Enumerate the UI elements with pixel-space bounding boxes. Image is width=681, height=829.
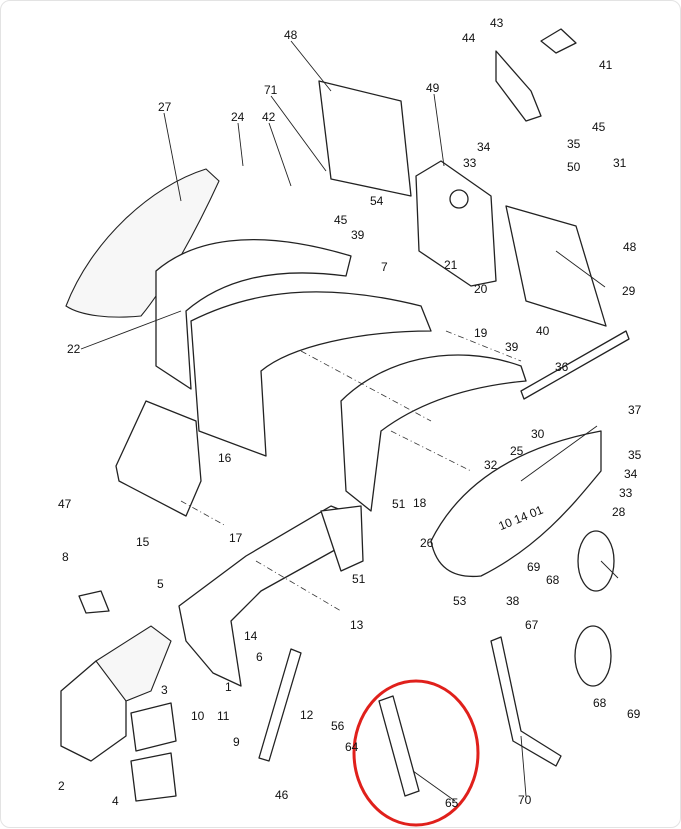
label-16: 16 [218,451,232,465]
label-65: 65 [445,796,459,810]
label-9: 9 [233,735,240,749]
label-15: 15 [136,535,150,549]
label-39-mid: 39 [505,340,519,354]
label-38: 38 [506,594,520,608]
label-2: 2 [58,779,65,793]
side-panel-28 [430,430,602,578]
label-28: 28 [612,505,626,519]
wheel-67-top [577,530,615,592]
label-54: 54 [370,194,384,208]
fender-16 [190,291,432,457]
label-68-top: 68 [546,573,560,587]
label-69-bottom: 69 [627,707,641,721]
label-8: 8 [62,550,69,564]
highlight-circle [352,679,480,827]
label-64: 64 [345,740,359,754]
wheel-67-bottom [574,625,612,687]
block-8 [78,590,110,614]
lever-44 [495,50,542,122]
frame-post [320,505,364,572]
label-20: 20 [474,282,488,296]
flap-right [505,205,607,327]
guard-27 [65,168,220,318]
label-68-bottom: 68 [593,696,607,710]
plate-3 [130,702,177,752]
label-47: 47 [58,497,72,511]
label-4: 4 [112,794,119,808]
label-41: 41 [599,58,613,72]
label-67: 67 [525,618,539,632]
label-45-right: 45 [592,120,606,134]
label-27: 27 [158,100,172,114]
frame-1 [178,505,357,687]
tube-65 [378,695,420,797]
label-21: 21 [444,258,458,272]
label-33-right: 33 [619,486,633,500]
plate-49 [415,160,497,287]
label-5: 5 [157,577,164,591]
bracket-2-arm [95,625,172,702]
plate-4 [130,752,177,802]
label-48-right: 48 [623,240,637,254]
label-37: 37 [628,403,642,417]
label-1: 1 [225,680,232,694]
label-13: 13 [350,618,364,632]
label-35-right: 35 [628,448,642,462]
label-32: 32 [484,458,498,472]
label-44: 44 [462,31,476,45]
label-36: 36 [555,360,569,374]
label-39-top: 39 [351,228,365,242]
label-18: 18 [413,496,427,510]
plate-hole [449,189,469,209]
fender-39 [340,354,527,512]
label-26: 26 [420,536,434,550]
label-11: 11 [217,709,230,723]
label-48-top: 48 [284,28,298,42]
label-70: 70 [518,793,532,807]
label-24: 24 [231,110,245,124]
label-40: 40 [536,324,550,338]
arm-46 [258,648,302,762]
label-53: 53 [453,594,467,608]
label-7: 7 [381,260,388,274]
label-42: 42 [262,110,276,124]
label-35-top: 35 [567,137,581,151]
part-labels: 48 71 24 42 27 43 44 41 49 45 34 35 33 5… [58,16,642,810]
label-10: 10 [191,709,205,723]
label-22: 22 [67,342,81,356]
fender-22 [155,239,352,390]
leader-lines [80,40,619,802]
knob-41 [540,28,577,54]
label-46: 46 [275,788,289,802]
label-25: 25 [510,444,524,458]
label-14: 14 [244,629,258,643]
label-34-right: 34 [624,467,638,481]
label-6: 6 [256,650,263,664]
label-45-left: 45 [334,213,348,227]
label-49: 49 [426,81,440,95]
label-69-top: 69 [527,560,541,574]
label-29: 29 [622,284,636,298]
label-71: 71 [264,83,278,97]
bracket-47 [115,400,202,517]
center-lines [180,330,522,612]
label-12: 12 [300,708,314,722]
bar-70 [490,636,562,767]
label-56: 56 [331,719,345,733]
label-34-top: 34 [477,140,491,154]
rod-29 [520,330,630,400]
label-51-bottom: 51 [352,572,366,586]
label-51-top: 51 [392,497,406,511]
label-3: 3 [161,683,168,697]
label-30: 30 [531,427,545,441]
label-19: 19 [474,326,488,340]
flap-upper [318,80,412,197]
label-50: 50 [567,160,581,174]
label-17: 17 [229,531,243,545]
label-33-top: 33 [463,156,477,170]
label-31: 31 [613,156,627,170]
label-43: 43 [490,16,504,30]
